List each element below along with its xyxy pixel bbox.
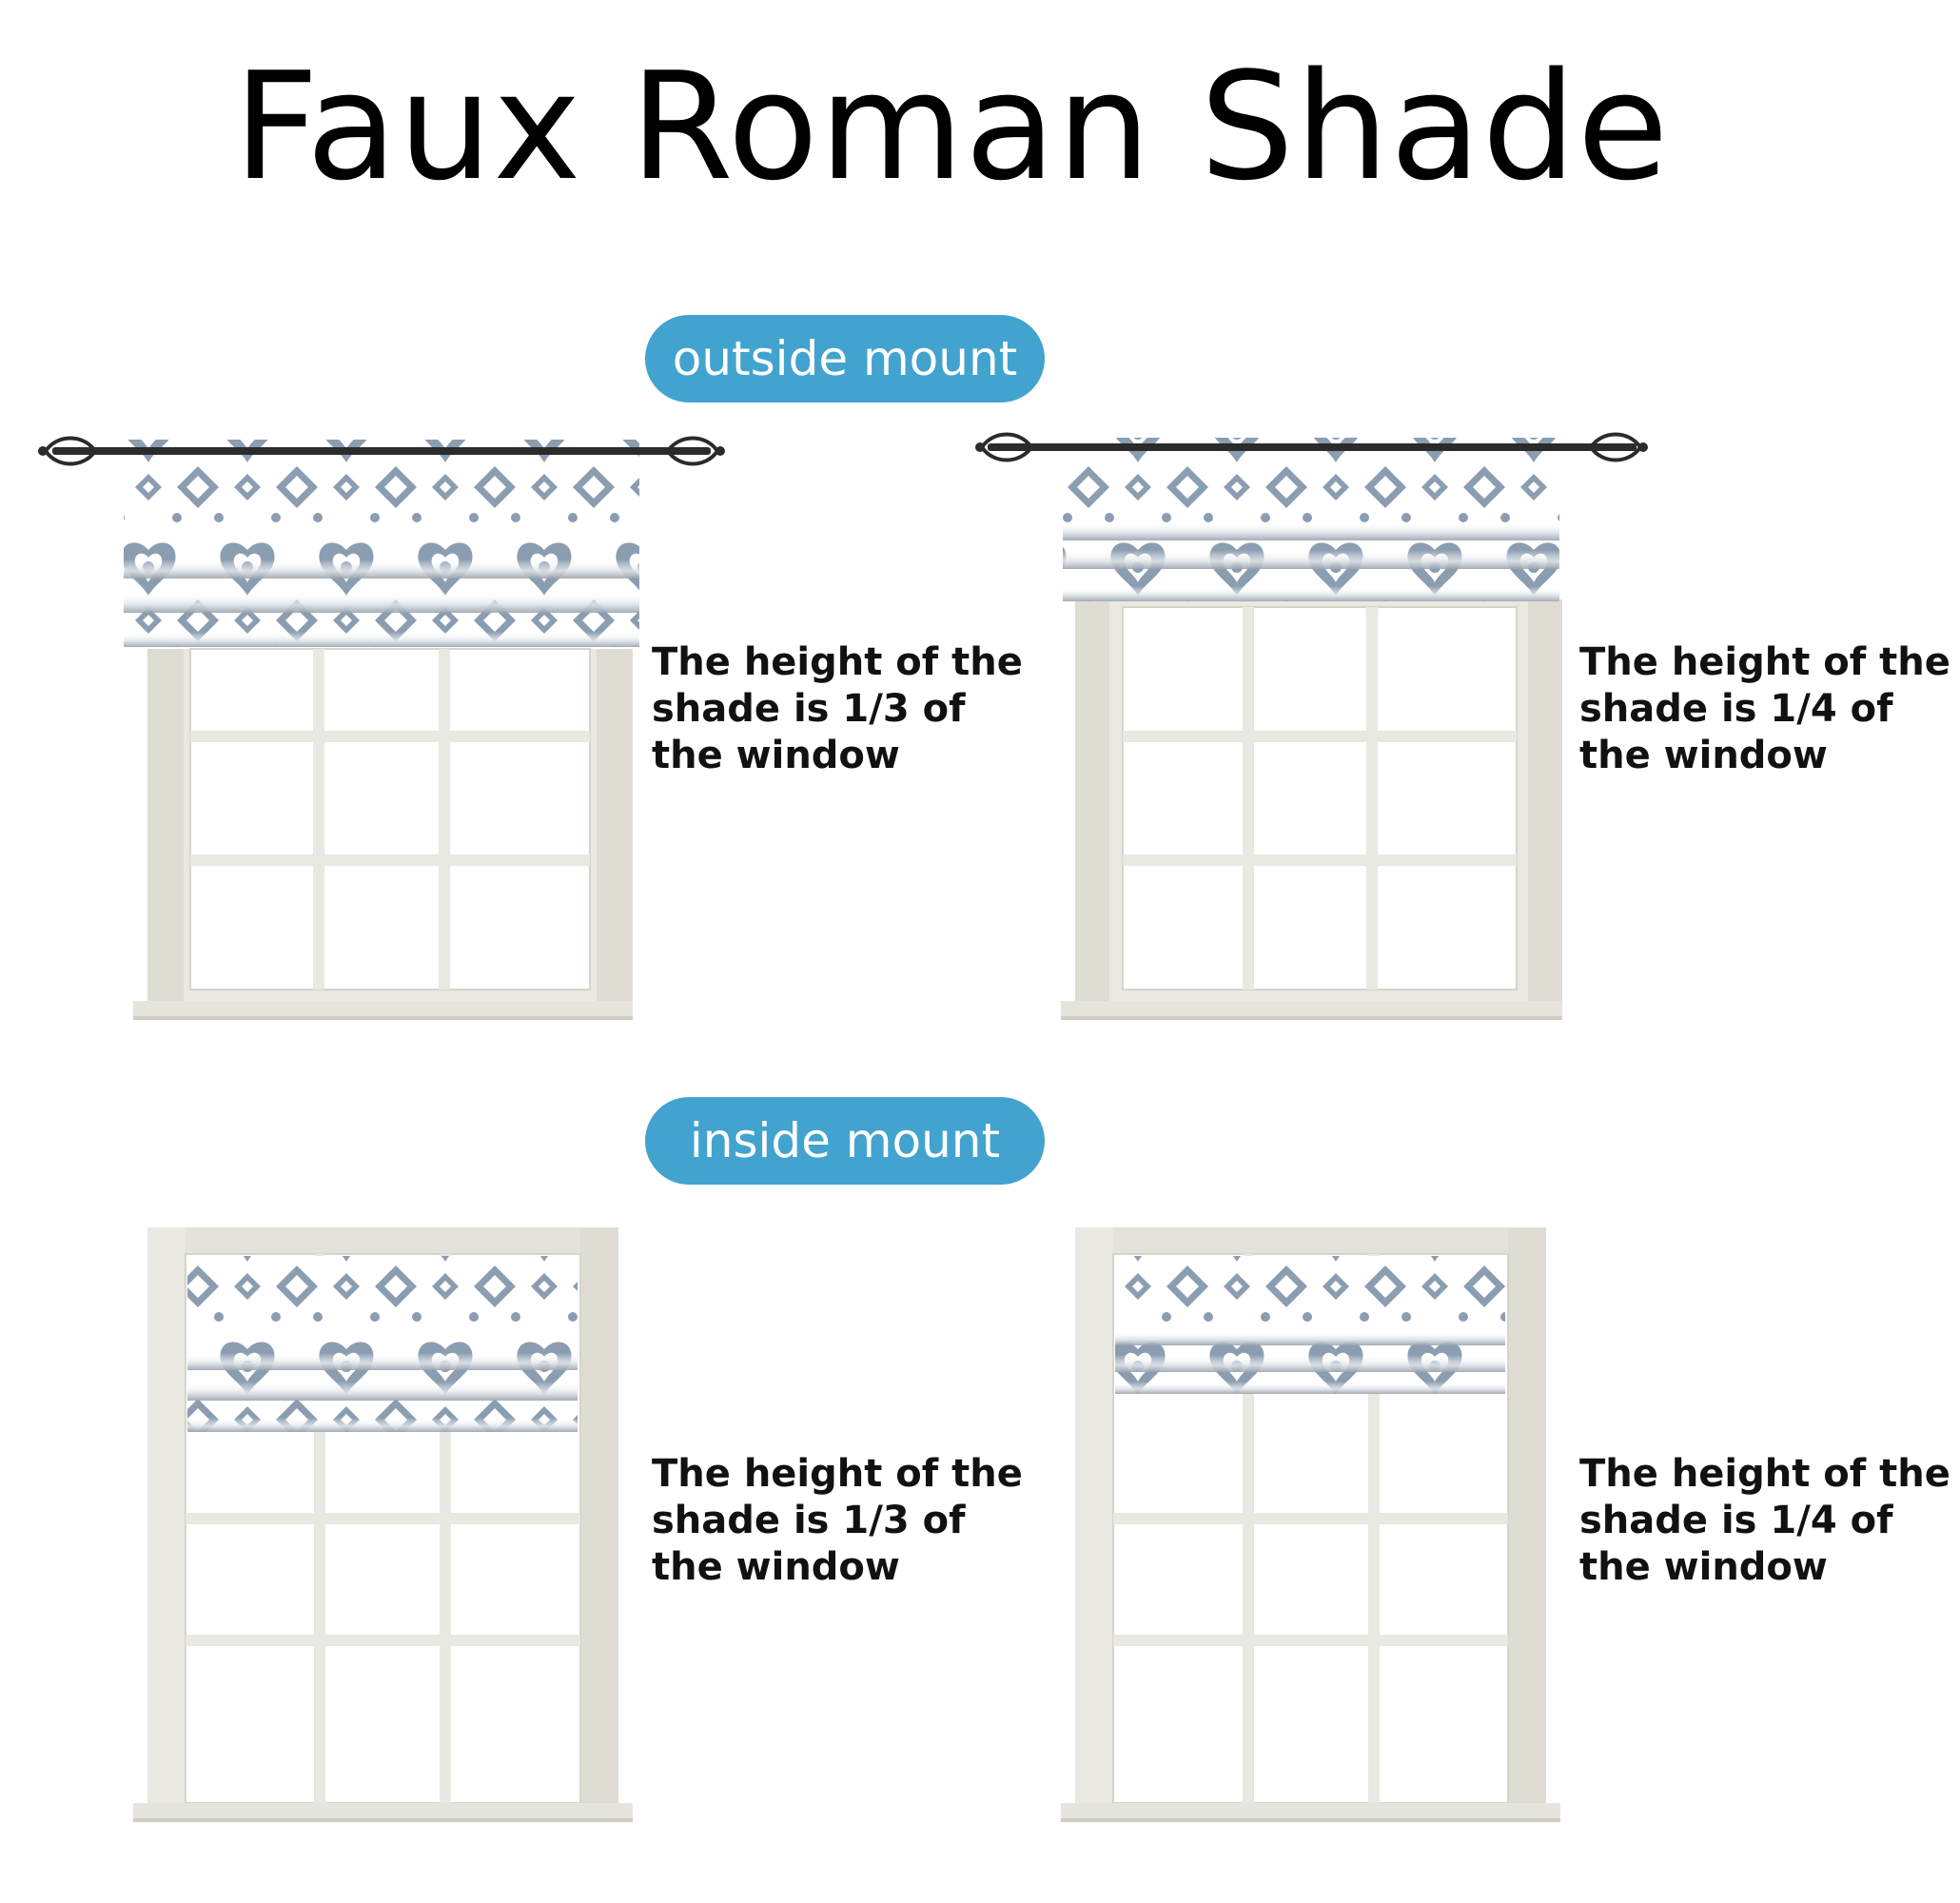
window-frame xyxy=(1061,599,1562,1020)
curtain-rod xyxy=(975,432,1648,462)
caption-inside-third: The height of the shade is 1/3 of the wi… xyxy=(652,1452,1023,1589)
window-frame xyxy=(133,648,633,1020)
caption-outside-third: The height of the shade is 1/3 of the wi… xyxy=(652,640,1023,777)
window-inside-third xyxy=(133,1227,633,1822)
window-outside-quarter xyxy=(975,432,1648,1020)
roman-shade xyxy=(1115,1256,1505,1394)
caption-outside-quarter: The height of the shade is 1/4 of the wi… xyxy=(1579,640,1950,777)
window-inside-quarter xyxy=(1061,1227,1560,1822)
curtain-rod xyxy=(38,436,725,466)
inside-mount-badge: inside mount xyxy=(645,1097,1045,1185)
roman-shade xyxy=(187,1256,578,1432)
window-outside-third xyxy=(38,436,725,1020)
outside-mount-badge: outside mount xyxy=(645,315,1045,402)
roman-shade xyxy=(1063,438,1559,601)
page-title: Faux Roman Shade xyxy=(233,40,1670,213)
roman-shade xyxy=(124,440,639,647)
caption-inside-quarter: The height of the shade is 1/4 of the wi… xyxy=(1579,1452,1950,1589)
